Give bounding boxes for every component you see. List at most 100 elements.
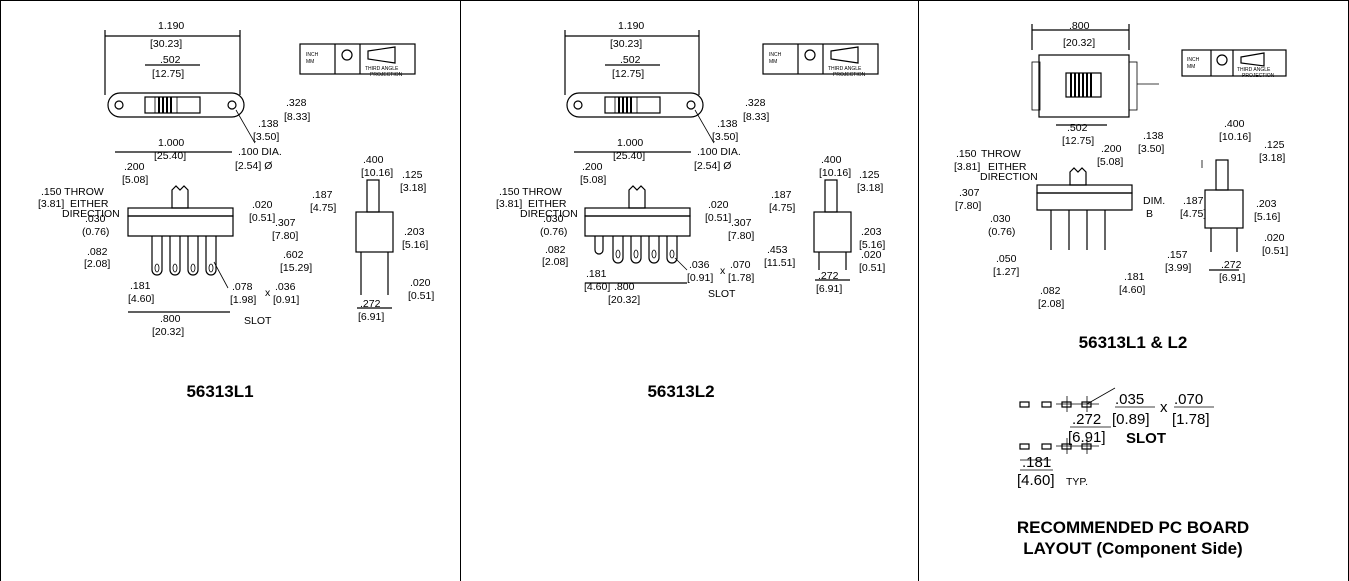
dim-width-in: .800 bbox=[614, 281, 635, 293]
dim-slot-w-mm: [1.98] bbox=[230, 294, 256, 306]
dim-slot-w-in: .078 bbox=[232, 281, 253, 293]
caption-recommended-line2: LAYOUT (Component Side) bbox=[1023, 539, 1243, 558]
dim-ear-mm: [3.50] bbox=[1138, 143, 1164, 155]
layout-x: x bbox=[1160, 399, 1168, 416]
dim-pin-mm: [1.27] bbox=[993, 266, 1019, 278]
dim-x: x bbox=[720, 265, 726, 277]
dim-ear-in: .138 bbox=[1143, 130, 1164, 142]
dim-slot-in: .502 bbox=[620, 54, 641, 66]
side-c-in: .203 bbox=[1256, 198, 1277, 210]
dim-act-in: .200 bbox=[582, 161, 603, 173]
legend-unit-inch: INCH bbox=[306, 52, 319, 58]
drawing-56313L1-L2: .800 [20.32] .138 [3.50] .502 [12.75] .1… bbox=[954, 20, 1288, 310]
dim-throw-mm: [3.81] bbox=[38, 198, 64, 210]
throw-direction: DIRECTION bbox=[520, 208, 578, 220]
layout-slot-h-mm: [1.78] bbox=[1172, 411, 1210, 428]
dim-pinlen-mm: [15.29] bbox=[280, 262, 312, 274]
caption-56313L2: 56313L2 bbox=[647, 382, 715, 401]
dim-pitch-in: .181 bbox=[130, 280, 151, 292]
throw-either: EITHER bbox=[988, 161, 1027, 173]
dim-throw-mm: [3.81] bbox=[496, 198, 522, 210]
dim-base-in: .030 bbox=[990, 213, 1011, 225]
side-e-in: .272 bbox=[1221, 259, 1242, 271]
side-e-mm: [6.91] bbox=[1219, 272, 1245, 284]
dim-pitch-in: .181 bbox=[1124, 271, 1145, 283]
side-e-mm: [6.91] bbox=[358, 311, 384, 323]
panel-56313L1-L2: .800 [20.32] .138 [3.50] .502 [12.75] .1… bbox=[919, 0, 1348, 581]
side-b-mm: [4.75] bbox=[769, 202, 795, 214]
dim-holes-mm: [25.40] bbox=[154, 150, 186, 162]
layout-typ: TYP. bbox=[1066, 476, 1088, 488]
dim-base-in: .030 bbox=[85, 213, 106, 225]
sheet-top-border bbox=[0, 0, 1349, 1]
dim-width-mm: [20.32] bbox=[1063, 37, 1095, 49]
dim-width-in: .800 bbox=[1069, 20, 1090, 32]
slot-label: SLOT bbox=[244, 315, 272, 327]
dim-slot-w-in: .036 bbox=[689, 259, 710, 271]
legend-unit-inch: INCH bbox=[1187, 57, 1200, 63]
dim-overall-in: 1.190 bbox=[618, 20, 644, 32]
dim-pinlen-mm: [11.51] bbox=[764, 257, 795, 269]
slot-label: SLOT bbox=[708, 288, 736, 300]
dim-top-mm: [0.51] bbox=[249, 212, 275, 224]
dim-b-label1: DIM. bbox=[1143, 195, 1165, 207]
layout-slot-w-mm: [0.89] bbox=[1112, 411, 1150, 428]
legend-proj2: PROJECTION bbox=[370, 72, 403, 78]
dim-top-in: .020 bbox=[252, 199, 273, 211]
dim-slot-mm: [12.75] bbox=[1062, 135, 1094, 147]
side-e-in: .272 bbox=[818, 270, 839, 282]
throw-direction: DIRECTION bbox=[62, 208, 120, 220]
dim-hole-dia-mm: [2.54] Ø bbox=[235, 160, 272, 172]
dim-pitch-in: .181 bbox=[586, 268, 607, 280]
dim-slot-mm: [12.75] bbox=[152, 68, 184, 80]
panel-56313L2: 1.190 [30.23] .502 [12.75] .138 [3.50] .… bbox=[461, 0, 918, 581]
layout-pitch-mm: [4.60] bbox=[1017, 472, 1055, 489]
sheet-left-border bbox=[0, 0, 1, 581]
layout-row-in: .272 bbox=[1072, 411, 1101, 428]
side-a-mm: [3.18] bbox=[857, 182, 883, 194]
legend-proj1: THIRD ANGLE bbox=[828, 66, 862, 72]
dim-slot-in: .502 bbox=[1067, 122, 1088, 134]
dim-holes-in: 1.000 bbox=[158, 137, 184, 149]
dim-side-b-in: .187 bbox=[1183, 195, 1204, 207]
legend-proj2: PROJECTION bbox=[1242, 73, 1275, 79]
dim-base-in: .030 bbox=[543, 213, 564, 225]
dim-len-in: .157 bbox=[1167, 249, 1188, 261]
legend-unit-mm: MM bbox=[1187, 64, 1195, 70]
side-w-mm: [10.16] bbox=[819, 167, 851, 179]
dim-body-in: .307 bbox=[959, 187, 980, 199]
dim-pin-mm: [2.08] bbox=[542, 256, 568, 268]
layout-slot-w-in: .035 bbox=[1115, 391, 1144, 408]
side-d-in: .020 bbox=[861, 249, 882, 261]
projection-legend: INCH MM THIRD ANGLE PROJECTION bbox=[762, 43, 879, 78]
dim-hole-dia-mm: [2.54] Ø bbox=[694, 160, 731, 172]
dim-pin2-mm: [2.08] bbox=[1038, 298, 1064, 310]
dim-slot-w-mm: [0.91] bbox=[687, 272, 713, 284]
side-w-mm: [10.16] bbox=[1219, 131, 1251, 143]
dim-width-mm: [20.32] bbox=[152, 326, 184, 338]
drawing-56313L1: 1.190 [30.23] .502 [12.75] .138 [3.50] .… bbox=[38, 20, 434, 338]
dim-pin-mm: [2.08] bbox=[84, 258, 110, 270]
dim-throw-in: .150 THROW bbox=[41, 186, 104, 198]
side-a-mm: [3.18] bbox=[1259, 152, 1285, 164]
dim-pin-in: .082 bbox=[87, 246, 108, 258]
dim-pin-in: .082 bbox=[545, 244, 566, 256]
dim-base-mm: (0.76) bbox=[82, 226, 109, 238]
dim-height-mm: [8.33] bbox=[743, 111, 769, 123]
panel-56313L1: 1.190 [30.23] .502 [12.75] .138 [3.50] .… bbox=[0, 0, 460, 581]
dim-slot-h-in: .070 bbox=[730, 259, 751, 271]
side-a-in: .125 bbox=[859, 169, 880, 181]
dim-body-in: .307 bbox=[731, 217, 752, 229]
side-a-in: .125 bbox=[402, 169, 423, 181]
legend-proj2: PROJECTION bbox=[833, 72, 866, 78]
dim-pitch-mm: [4.60] bbox=[1119, 284, 1145, 296]
side-e-mm: [6.91] bbox=[816, 283, 842, 295]
dim-hole-dia-in: .100 DIA. bbox=[238, 146, 282, 158]
legend-proj1: THIRD ANGLE bbox=[365, 66, 399, 72]
dim-act-mm: [5.08] bbox=[580, 174, 606, 186]
side-d-mm: [0.51] bbox=[859, 262, 885, 274]
dim-slot-h-in: .036 bbox=[275, 281, 296, 293]
dim-body-mm: [7.80] bbox=[272, 230, 298, 242]
side-w-in: .400 bbox=[821, 154, 842, 166]
pcb-layout-drawing: .035 [0.89] x .070 [1.78] .272 [6.91] SL… bbox=[1017, 387, 1214, 489]
